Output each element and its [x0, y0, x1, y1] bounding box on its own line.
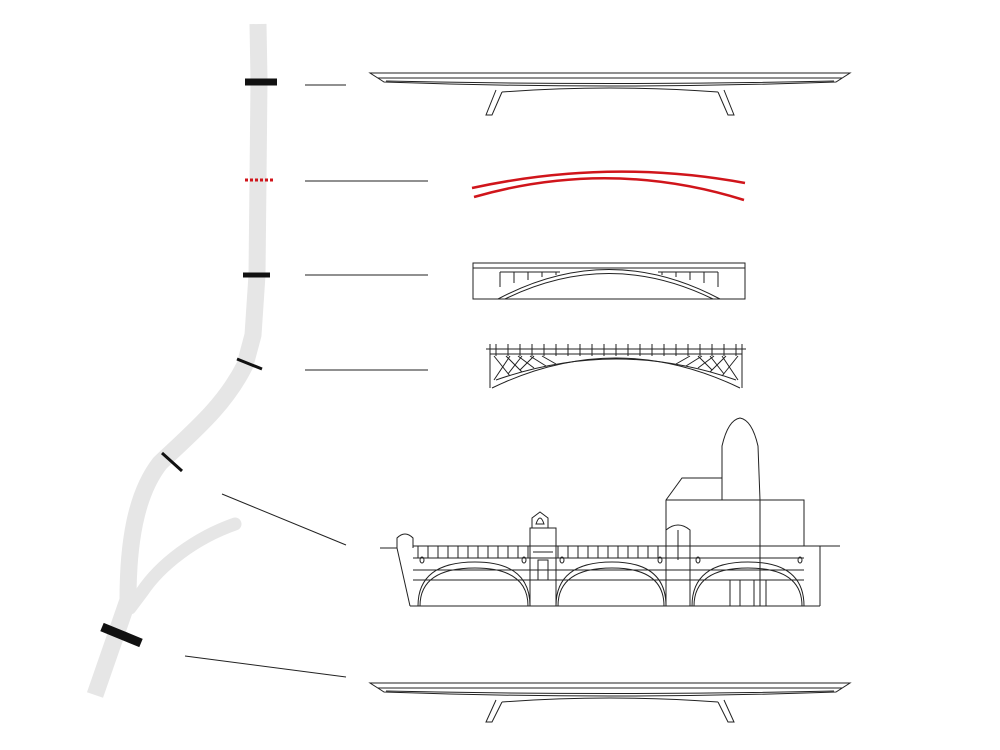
bridge-5-elevation[interactable]: [380, 417, 840, 607]
leader-bridge-6: [184, 655, 347, 678]
river: [86, 23, 268, 698]
bridge-1-elevation[interactable]: [368, 72, 852, 116]
river-side-channel: [123, 517, 242, 615]
river-main-channel: [86, 23, 268, 698]
bridge-2-elevation[interactable]: [471, 170, 746, 202]
bridge-3-elevation[interactable]: [472, 262, 746, 300]
bridge-6-elevation[interactable]: [368, 682, 852, 723]
leader-bridge-5: [221, 493, 347, 546]
bridge-4-elevation[interactable]: [486, 344, 746, 389]
leader-lines: [184, 84, 428, 678]
marker-bridge-4[interactable]: [236, 357, 263, 371]
marker-bridge-6[interactable]: [100, 622, 143, 648]
bridge-markers: [100, 78, 277, 648]
marker-bridge-5[interactable]: [160, 451, 184, 473]
